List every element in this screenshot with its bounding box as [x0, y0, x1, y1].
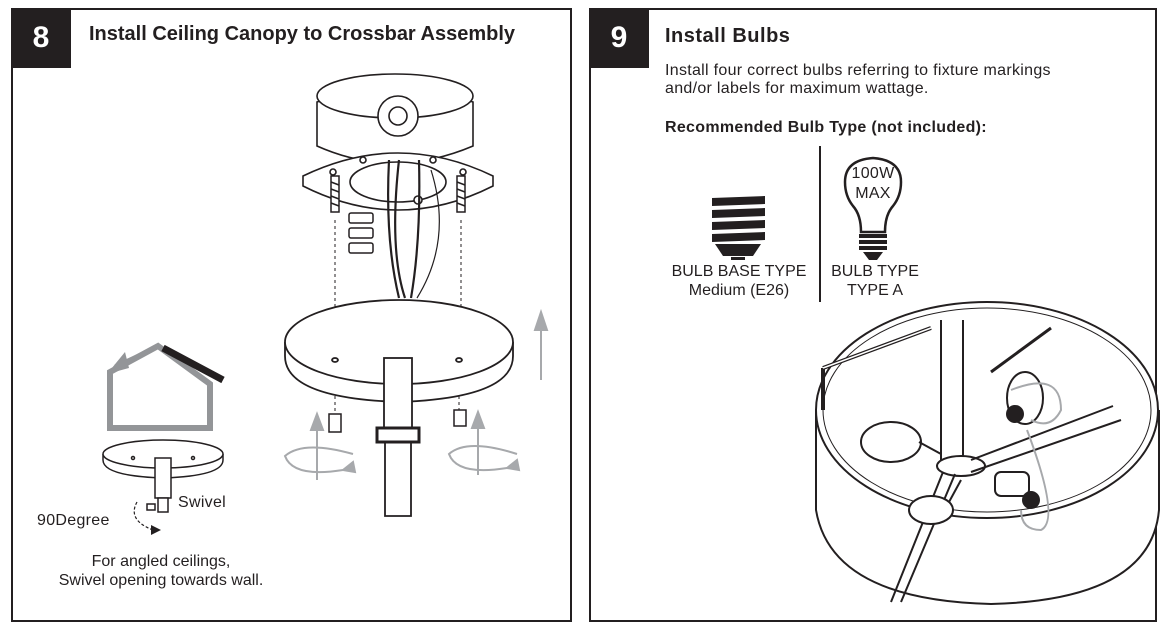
- swivel-arrow-icon: [133, 501, 161, 535]
- bulb-base-icon: [712, 196, 765, 260]
- bulb-base-label-line1: BULB BASE TYPE: [671, 263, 807, 280]
- step-9-title: Install Bulbs: [665, 25, 791, 47]
- crossbar-pipe-icon: [375, 357, 421, 517]
- angled-ceiling-note-line1: For angled ceilings,: [91, 553, 231, 570]
- junction-box-icon: [316, 73, 474, 164]
- bulb-instructions: Install four correct bulbs referring to …: [665, 62, 1125, 98]
- wattage-line2: MAX: [855, 185, 891, 202]
- bulb-type-label-line2: TYPE A: [846, 282, 904, 299]
- step-8-title: Install Ceiling Canopy to Crossbar Assem…: [89, 23, 516, 45]
- degree-label: 90Degree: [37, 512, 110, 529]
- instruction-line2: and/or labels for maximum wattage.: [665, 80, 929, 97]
- rotate-arrow-icon: [1010, 382, 1063, 532]
- swivel-canopy-icon: [102, 439, 224, 513]
- step-9-panel: 9 Install Bulbs Install four correct bul…: [589, 8, 1160, 622]
- screw-icon: [330, 175, 466, 213]
- bulb-type-label-line1: BULB TYPE: [831, 263, 919, 280]
- recommended-bulb-heading: Recommended Bulb Type (not included):: [665, 119, 987, 136]
- installed-bulb-icon: [860, 371, 1044, 525]
- step-8-number: 8: [11, 8, 71, 68]
- angled-ceiling-house-icon: [107, 342, 225, 431]
- rotate-arrow-icon: [283, 308, 549, 480]
- instruction-line1: Install four correct bulbs referring to …: [665, 62, 1051, 79]
- swivel-label: Swivel: [178, 494, 227, 511]
- wire-nut-icon: [348, 212, 374, 254]
- wattage-line1: 100W: [851, 165, 895, 182]
- step-8-panel: 8 Install Ceiling Canopy to Crossbar Ass…: [11, 8, 572, 622]
- canopy-installation-illustration: [102, 73, 549, 535]
- bulb-installation-illustration: [712, 146, 1160, 606]
- light-bulb-icon: [843, 156, 903, 234]
- step-9-number: 9: [589, 8, 649, 68]
- bulb-base-label-line2: Medium (E26): [688, 282, 790, 299]
- nut-icon: [328, 409, 467, 433]
- angled-ceiling-note-line2: Swivel opening towards wall.: [58, 572, 264, 589]
- wire-icon: [387, 159, 440, 299]
